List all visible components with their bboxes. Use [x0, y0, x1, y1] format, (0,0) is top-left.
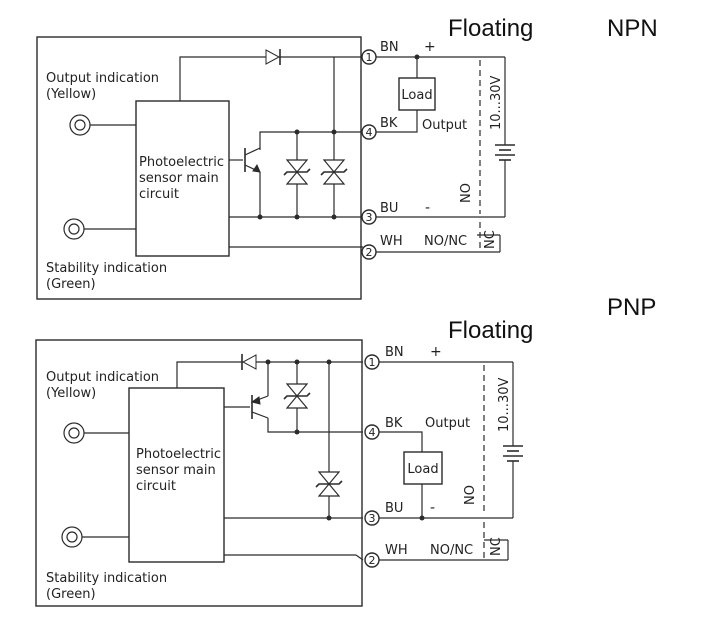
pnp-main-circuit-box [128, 387, 225, 563]
svg-text:3: 3 [366, 211, 373, 224]
pnp-main-circuit-line-1: Photoelectric [136, 447, 221, 462]
npn-power-supply-icon [495, 144, 515, 161]
pnp-type-heading: PNP [607, 294, 656, 321]
npn-stability-indication-label: Stability indication [46, 261, 167, 276]
npn-main-circuit-line-2: sensor main [139, 171, 219, 186]
pnp-pin-2: 2 WH [364, 543, 408, 568]
npn-output-transistor-icon [244, 147, 261, 173]
npn-floating-heading: Floating [448, 15, 533, 42]
pnp-stability-indicator-lamp-icon [61, 526, 129, 548]
pnp-protection-diode-icon [241, 354, 257, 370]
pnp-wire-bu: BU [385, 501, 403, 516]
npn-internal-wiring [179, 56, 363, 248]
svg-text:2: 2 [366, 246, 373, 259]
pnp-stability-indication-label: Stability indication [46, 571, 167, 586]
pnp-voltage-label: 10...30V [497, 378, 512, 432]
pnp-main-circuit-line-3: circuit [136, 479, 176, 494]
npn-output-indication-color: (Yellow) [46, 87, 96, 102]
npn-plus-label: + [424, 39, 436, 55]
npn-pin-4: 4 BK [361, 116, 398, 140]
pnp-zener-diode-2-icon [315, 471, 343, 497]
svg-text:1: 1 [369, 356, 376, 369]
npn-nonc-label: NO/NC [424, 234, 467, 249]
pnp-zener-diode-1-icon [283, 383, 311, 409]
npn-nc-label: NC [483, 230, 498, 249]
npn-protection-diode-icon [265, 49, 281, 65]
npn-zener-diode-2-icon [320, 159, 348, 185]
npn-type-heading: NPN [607, 15, 658, 42]
npn-voltage-label: 10...30V [489, 76, 504, 130]
npn-wire-bk: BK [380, 116, 398, 131]
pnp-power-supply-icon [503, 445, 523, 462]
pnp-wire-bn: BN [385, 345, 404, 360]
npn-minus-label: - [425, 200, 430, 216]
svg-text:2: 2 [369, 554, 376, 567]
npn-main-circuit-box [135, 100, 230, 257]
npn-main-circuit-line-3: circuit [139, 187, 179, 202]
svg-text:4: 4 [366, 126, 373, 139]
pnp-output-indication-label: Output indication [46, 370, 159, 385]
npn-output-label: Output [422, 118, 467, 133]
npn-no-label: NO [459, 183, 474, 203]
pnp-no-label: NO [463, 485, 478, 505]
npn-output-indicator-lamp-icon [69, 114, 136, 136]
npn-pin-3: 3 BU [361, 201, 398, 225]
pnp-stability-indication-color: (Green) [46, 587, 96, 602]
pnp-output-label: Output [425, 416, 470, 431]
npn-output-indication-label: Output indication [46, 71, 159, 86]
pnp-pin-3: 3 BU [364, 501, 403, 526]
pnp-pin-4: 4 BK [364, 416, 403, 440]
pnp-diagram: Floating PNP Output indication (Yellow) … [35, 294, 656, 607]
pnp-load-label: Load [407, 462, 438, 477]
svg-text:1: 1 [366, 51, 373, 64]
pnp-output-indicator-lamp-icon [63, 422, 129, 444]
npn-diagram: Floating NPN Output indication (Yellow) … [36, 15, 658, 300]
pnp-pin-1: 1 BN [364, 345, 404, 370]
npn-stability-indication-color: (Green) [46, 277, 96, 292]
npn-wire-bu: BU [380, 201, 398, 216]
pnp-nonc-label: NO/NC [430, 543, 473, 558]
pnp-load-box: Load [403, 451, 443, 485]
npn-load-box: Load [398, 77, 436, 111]
npn-wire-bn: BN [380, 40, 399, 55]
pnp-floating-heading: Floating [448, 317, 533, 344]
npn-zener-diode-1-icon [283, 159, 311, 185]
npn-pin-1: 1 BN [361, 40, 399, 65]
pnp-wire-wh: WH [385, 543, 408, 558]
pnp-external-wiring [379, 361, 514, 561]
npn-load-label: Load [401, 88, 432, 103]
pnp-output-indication-color: (Yellow) [46, 386, 96, 401]
pnp-plus-label: + [430, 344, 442, 360]
pnp-minus-label: - [430, 500, 435, 516]
svg-text:3: 3 [369, 512, 376, 525]
svg-text:4: 4 [369, 426, 376, 439]
pnp-output-transistor-icon [250, 395, 269, 419]
pnp-wire-bk: BK [385, 416, 403, 431]
pnp-nc-label: NC [489, 537, 504, 556]
npn-stability-indicator-lamp-icon [63, 218, 136, 240]
npn-wire-wh: WH [380, 234, 403, 249]
npn-main-circuit-line-1: Photoelectric [139, 155, 224, 170]
npn-external-wiring [376, 56, 506, 253]
npn-pin-2: 2 WH [361, 234, 403, 260]
pnp-main-circuit-line-2: sensor main [136, 463, 216, 478]
